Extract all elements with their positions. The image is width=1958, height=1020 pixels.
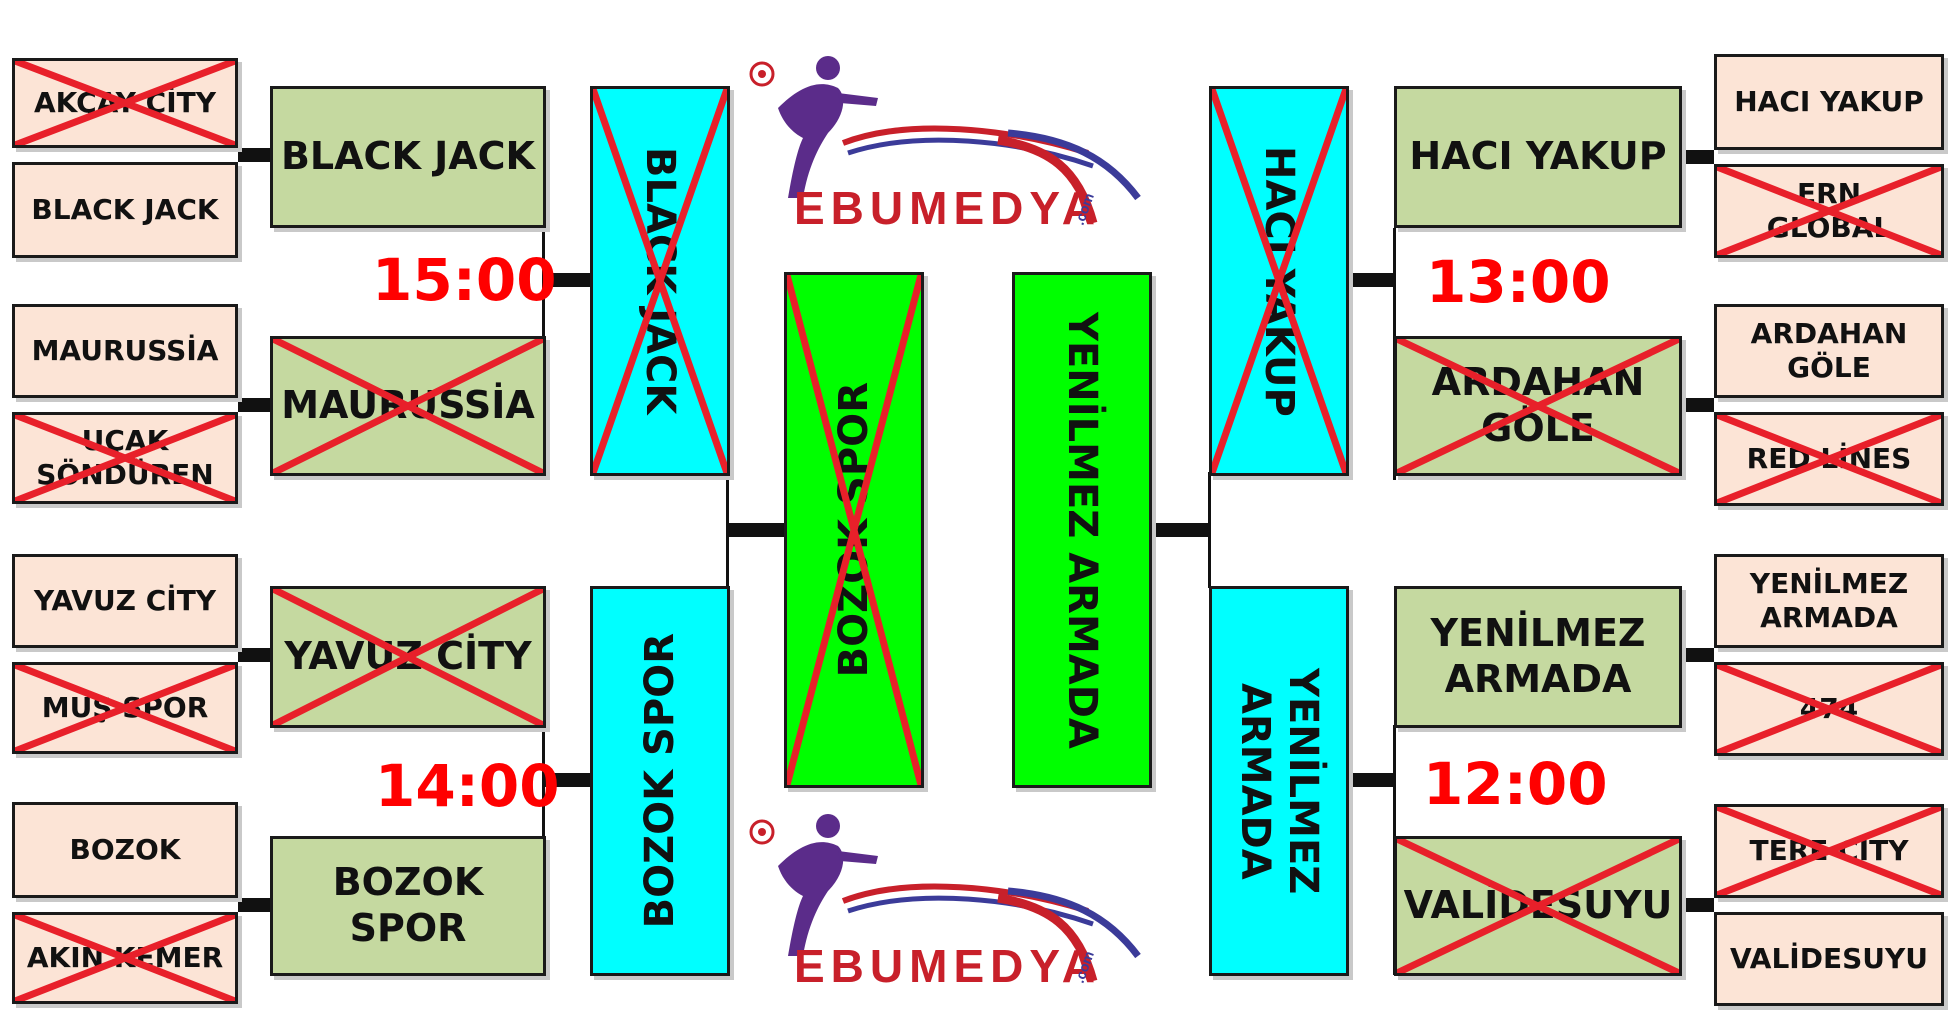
team-name: BOZOK SPOR [637,633,683,929]
connector [1682,150,1714,164]
team-name: YAVUZ CİTY [284,634,532,679]
team-maurussia-r1: MAURUSSİA [12,304,238,398]
qf-bozok-spor: BOZOK SPOR [590,586,730,976]
connector [1682,898,1714,912]
team-name: MUŞ SPOR [41,691,209,725]
match-time: 12:00 [1423,750,1608,818]
connector [1682,398,1714,412]
team-name: MAURUSSİA [281,383,535,428]
team-akcay-city: AKÇAY CİTY [12,58,238,148]
r2-validesuyu: VALİDESUYU [1394,836,1682,976]
team-name: VALİDESUYU [1403,883,1673,928]
team-validesuyu-r1: VALİDESUYU [1714,912,1944,1006]
team-yavuz-city-r1: YAVUZ CİTY [12,554,238,648]
team-black-jack-r1: BLACK JACK [12,162,238,258]
qf-black-jack: BLACK JACK [590,86,730,476]
team-yenilmez-armada-r1: YENİLMEZ ARMADA [1714,554,1944,648]
team-474: 474 [1714,662,1944,756]
team-name: ERN GLOBAL [1766,177,1892,244]
r2-haci-yakup: HACI YAKUP [1394,86,1682,228]
connector [1348,273,1396,287]
team-name: VALİDESUYU [1730,942,1928,976]
connector [726,523,786,537]
team-ucak-sonduren: UÇAK SÖNDÜREN [12,412,238,504]
team-name: BOZOK SPOR [831,382,877,678]
connector [238,648,270,662]
logo-text: EBUMEDYA [794,940,1101,992]
connector [542,773,592,787]
team-name: YENİLMEZ ARMADA [1430,611,1646,701]
connector [542,273,592,287]
team-name: 474 [1799,692,1859,726]
team-name: BOZOK [69,833,181,867]
team-ardahan-gole-r1: ARDAHAN GÖLE [1714,304,1944,398]
r2-black-jack: BLACK JACK [270,86,546,228]
team-name: YENİLMEZ ARMADA [1749,567,1909,634]
team-name: BLACK JACK [31,193,219,227]
team-name: HACI YAKUP [1734,85,1924,119]
team-name: ARDAHAN GÖLE [1750,317,1908,384]
r2-bozok-spor: BOZOK SPOR [270,836,546,976]
connector [1148,523,1211,537]
team-name: AKÇAY CİTY [33,86,216,120]
team-name: YENİLMEZ ARMADA [1059,311,1105,749]
team-name: RED LİNES [1746,442,1912,476]
match-time: 13:00 [1426,248,1611,316]
team-name: BOZOK SPOR [332,860,484,950]
team-haci-yakup-r1: HACI YAKUP [1714,54,1944,150]
r2-ardahan-gole: ARDAHAN GÖLE [1394,336,1682,476]
r2-yenilmez-armada: YENİLMEZ ARMADA [1394,586,1682,728]
connector [1348,773,1396,787]
team-name: TERE CİTY [1749,834,1909,868]
team-red-lines: RED LİNES [1714,412,1944,506]
team-name: ARDAHAN GÖLE [1431,360,1645,450]
team-name: HACI YAKUP [1256,145,1302,417]
ebumedya-logo: EBUMEDYA .com [748,48,1198,248]
sf-bozok-spor: BOZOK SPOR [784,272,924,788]
team-name: AKIN KEMER [26,941,224,975]
ebumedya-logo: EBUMEDYA .com [748,806,1198,1006]
r2-maurussia: MAURUSSİA [270,336,546,476]
team-name: BLACK JACK [637,147,683,415]
qf-yenilmez-armada: YENİLMEZ ARMADA [1209,586,1349,976]
team-bozok: BOZOK [12,802,238,898]
team-name: MAURUSSİA [31,334,219,368]
connector [238,398,270,412]
team-name: HACI YAKUP [1409,134,1667,179]
qf-haci-yakup: HACI YAKUP [1209,86,1349,476]
r2-yavuz-city: YAVUZ CİTY [270,586,546,728]
connector [238,898,270,912]
logo-text: EBUMEDYA [794,182,1101,234]
team-tere-city: TERE CİTY [1714,804,1944,898]
team-name: UÇAK SÖNDÜREN [36,424,214,491]
team-name: BLACK JACK [280,134,536,179]
team-ern-global: ERN GLOBAL [1714,164,1944,258]
match-time: 14:00 [375,752,560,820]
connector [238,148,270,162]
team-name: YAVUZ CİTY [33,584,217,618]
connector [1682,648,1714,662]
match-time: 15:00 [372,246,557,314]
sf-yenilmez-armada: YENİLMEZ ARMADA [1012,272,1152,788]
team-mus-spor: MUŞ SPOR [12,662,238,754]
team-name: YENİLMEZ ARMADA [1232,667,1326,895]
team-akin-kemer: AKIN KEMER [12,912,238,1004]
